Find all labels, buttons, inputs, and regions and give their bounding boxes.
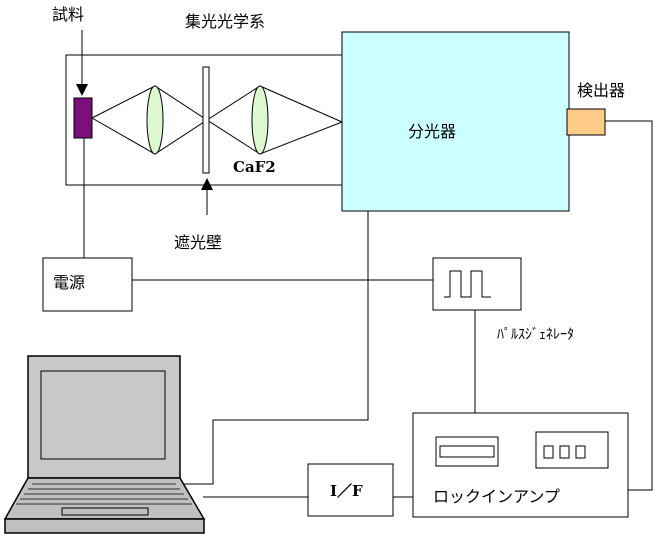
power-supply-box xyxy=(42,257,133,312)
wires xyxy=(83,120,653,498)
power-supply-label: 電源 xyxy=(53,273,85,292)
laptop-touchpad xyxy=(61,507,149,516)
sample-block xyxy=(73,97,93,139)
lockin-button-2 xyxy=(559,445,570,459)
lockin-amp-box xyxy=(412,412,629,518)
wire-spectrometer-to-computer xyxy=(180,210,369,485)
lockin-button-1 xyxy=(543,445,554,459)
detector-label: 検出器 xyxy=(577,81,625,100)
lens-right xyxy=(251,85,269,155)
ray-lower xyxy=(91,117,343,155)
lens-left xyxy=(146,85,164,155)
ray-upper xyxy=(91,85,343,123)
optics-label: 集光光学系 xyxy=(185,12,265,31)
spectrometer-label: 分光器 xyxy=(408,122,456,141)
lockin-amp-label: ロックインアンプ xyxy=(433,487,560,506)
shield-label: 遮光壁 xyxy=(174,233,222,252)
pulse-waveform-icon xyxy=(444,270,491,298)
laptop-front-edge xyxy=(4,518,205,534)
interface-box xyxy=(307,463,394,517)
wire-detector-to-lockin xyxy=(605,120,653,491)
light-rays xyxy=(91,85,343,155)
laptop-computer-icon xyxy=(3,355,206,534)
lens-material-label: CaF2 xyxy=(233,158,276,176)
detector-box xyxy=(566,108,606,136)
lockin-control-panel xyxy=(535,431,609,469)
pulse-generator-box xyxy=(432,257,522,311)
sample-arrow-head xyxy=(76,84,88,96)
interface-label: I／F xyxy=(330,482,363,500)
lockin-display xyxy=(439,445,495,458)
lockin-button-3 xyxy=(575,445,586,459)
light-shield xyxy=(202,66,210,174)
pulse-generator-label: ﾊﾟﾙｽｼﾞｪﾈﾚｰﾀ xyxy=(497,327,574,343)
shield-arrow-head xyxy=(201,178,213,190)
sample-label: 試料 xyxy=(52,5,84,24)
laptop-screen xyxy=(40,370,166,460)
laptop-keyboard-icon xyxy=(16,483,192,505)
lockin-display-frame xyxy=(435,436,499,467)
